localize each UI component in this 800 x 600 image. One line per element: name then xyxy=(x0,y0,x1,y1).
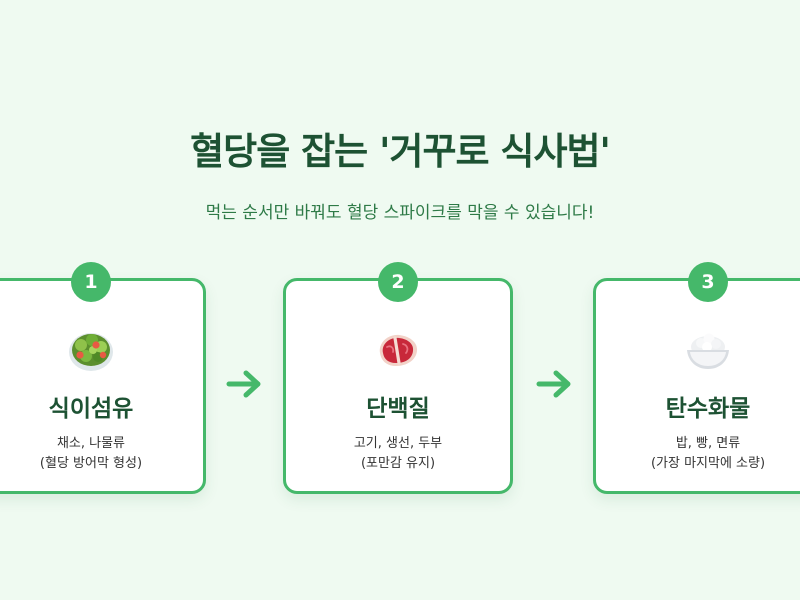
step-description-line: 채소, 나물류 xyxy=(56,436,126,451)
step-title: 단백질 xyxy=(366,396,430,422)
rice-bowl-icon xyxy=(687,333,729,369)
step-number-badge: 1 xyxy=(71,262,111,302)
step-description: 밥, 빵, 면류 (가장 마지막에 소량) xyxy=(596,434,800,474)
arrow-right-icon xyxy=(226,370,261,398)
step-card-carbohydrate: 3 탄수화물 밥, 빵, 면류 (가장 마지막에 소량) xyxy=(593,262,800,494)
page-title: 혈당을 잡는 '거꾸로 식사법' xyxy=(190,130,611,173)
step-card-fiber: 1 식이섬유 채소, 나물류 (혈당 방어막 형성) xyxy=(0,262,206,494)
step-description-line: 밥, 빵, 면류 xyxy=(675,436,741,451)
step-number-badge: 3 xyxy=(688,262,728,302)
page-subtitle: 먹는 순서만 바꿔도 혈당 스파이크를 막을 수 있습니다! xyxy=(205,203,595,223)
step-title: 탄수화물 xyxy=(665,396,751,422)
step-description: 채소, 나물류 (혈당 방어막 형성) xyxy=(0,434,203,474)
step-description-line: (포만감 유지) xyxy=(360,456,436,471)
step-description-line: (혈당 방어막 형성) xyxy=(39,456,143,471)
step-card-protein: 2 단백질 고기, 생선, 두부 (포만감 유지) xyxy=(283,262,513,494)
steak-icon xyxy=(379,334,418,366)
step-description-line: (가장 마지막에 소량) xyxy=(650,456,766,471)
arrow-right-icon xyxy=(536,370,571,398)
step-number-badge: 2 xyxy=(378,262,418,302)
step-description-line: 고기, 생선, 두부 xyxy=(353,436,443,451)
salad-icon xyxy=(69,333,113,371)
step-title: 식이섬유 xyxy=(48,396,134,422)
step-description: 고기, 생선, 두부 (포만감 유지) xyxy=(286,434,510,474)
